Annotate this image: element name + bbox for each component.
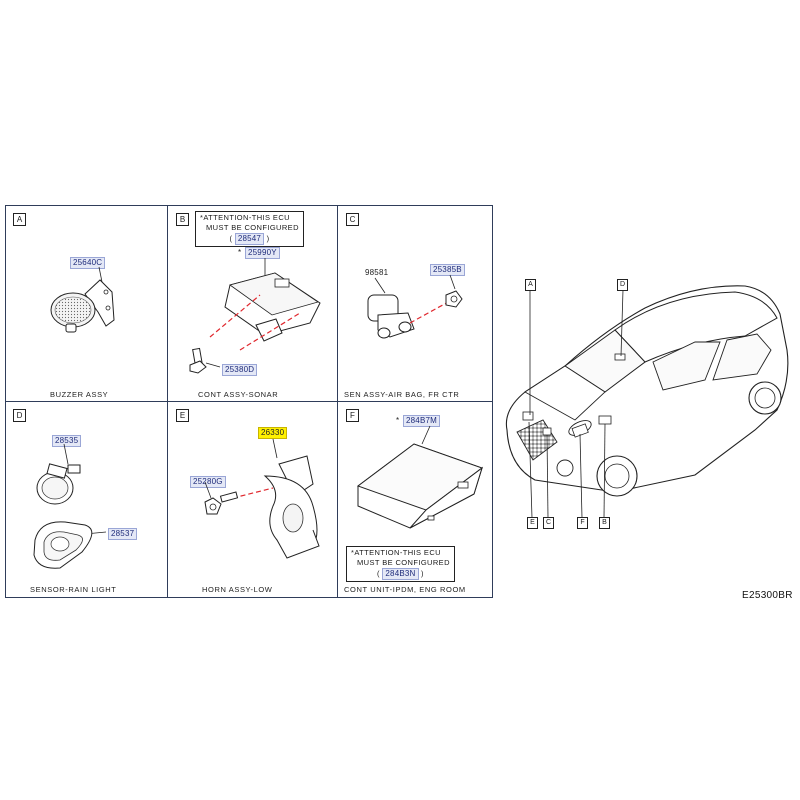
panel-a-caption: BUZZER ASSY [50,390,109,399]
panel-e-letter: E [176,409,189,422]
part-number-28537[interactable]: 28537 [108,528,138,540]
rain-light-sensor-illustration [33,443,107,569]
part-number-28535[interactable]: 28535 [52,435,82,447]
part-number-25385b[interactable]: 25385B [430,264,465,276]
vehicle-callout-f[interactable]: F [577,517,588,529]
configure-star: * [396,416,400,425]
panel-c-letter: C [346,213,359,226]
panel-b-attention-note: *ATTENTION-THIS ECU MUST BE CONFIGURED (… [195,211,304,247]
airbag-sensor-illustration [367,274,463,339]
vehicle-callout-b[interactable]: B [599,517,610,529]
ipdm-cont-unit-illustration [356,425,484,529]
drawing-code: E25300BR [742,590,793,601]
part-number-25640c[interactable]: 25640C [70,257,106,269]
attention-ref: ( 284B3N ) [377,568,424,580]
vehicle-overview-illustration [505,285,789,519]
part-number-98581[interactable]: 98581 [362,267,392,279]
part-number-25990y[interactable]: 25990Y [245,247,280,259]
part-number-25380d[interactable]: 25380D [222,364,258,376]
vehicle-callout-e[interactable]: E [527,517,538,529]
panel-f-attention-note: *ATTENTION-THIS ECU MUST BE CONFIGURED (… [346,546,455,582]
panel-b-letter: B [176,213,189,226]
panel-d-caption: SENSOR-RAIN LIGHT [30,585,117,594]
panel-f-letter: F [346,409,359,422]
panel-f-caption: CONT UNIT-IPDM, ENG ROOM [344,585,466,594]
panel-d-letter: D [13,409,26,422]
attention-line-2: MUST BE CONFIGURED [357,558,450,567]
horn-assy-illustration [204,438,320,559]
parts-grid [5,205,493,598]
attention-line-1: *ATTENTION-THIS ECU [200,213,290,222]
buzzer-assy-illustration [50,266,115,333]
attention-line-2: MUST BE CONFIGURED [206,223,299,232]
attention-ref: ( 28547 ) [229,233,270,245]
panel-c-caption: SEN ASSY-AIR BAG, FR CTR [344,390,460,399]
vehicle-callout-a[interactable]: A [525,279,536,291]
configure-star: * [238,248,242,257]
part-number-25280g[interactable]: 25280G [190,476,226,488]
part-number-28547[interactable]: 28547 [234,233,265,245]
grid-divider [6,401,492,402]
panel-a-letter: A [13,213,26,226]
vehicle-callout-c[interactable]: C [543,517,554,529]
sonar-cont-assy-illustration [189,258,321,374]
part-number-284b7m[interactable]: 284B7M [403,415,440,427]
panel-e-caption: HORN ASSY-LOW [202,585,273,594]
panel-b-caption: CONT ASSY-SONAR [198,390,279,399]
part-number-26330[interactable]: 26330 [258,427,288,439]
attention-line-1: *ATTENTION-THIS ECU [351,548,441,557]
vehicle-callout-d[interactable]: D [617,279,628,291]
part-number-284b3n[interactable]: 284B3N [382,568,419,580]
